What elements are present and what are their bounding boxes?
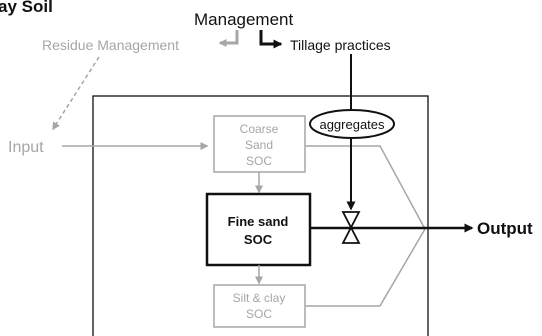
fine-sand-label-line2: SOC bbox=[244, 232, 273, 247]
coarse-sand-label-line2: Sand bbox=[245, 138, 273, 152]
residue-to-input-dashed-arrow bbox=[52, 56, 100, 131]
valve-icon bbox=[341, 211, 361, 244]
fine-sand-label-line1: Fine sand bbox=[228, 214, 289, 229]
title-partial: ay Soil bbox=[0, 0, 53, 16]
coarse-to-output-line bbox=[305, 145, 426, 230]
fine-sand-soc-box bbox=[205, 192, 312, 267]
aggregates-label: aggregates bbox=[319, 117, 385, 132]
input-label: Input bbox=[8, 139, 44, 156]
output-label: Output bbox=[477, 219, 533, 238]
coarse-sand-label-line1: Coarse bbox=[240, 122, 279, 136]
tillage-practices-label: Tillage practices bbox=[290, 37, 391, 53]
tillage-practices-arrow bbox=[259, 30, 283, 49]
silt-clay-label-line1: Silt & clay bbox=[233, 291, 286, 305]
coarse-sand-soc-box bbox=[213, 115, 306, 173]
soil-system-box bbox=[92, 95, 429, 336]
residue-management-arrow bbox=[218, 30, 239, 47]
silt-clay-label-line2: SOC bbox=[246, 307, 272, 321]
residue-management-label: Residue Management bbox=[42, 37, 179, 53]
silt-clay-soc-box bbox=[213, 284, 306, 328]
coarse-sand-label-line3: SOC bbox=[246, 154, 272, 168]
silt-to-output-line bbox=[305, 228, 426, 307]
management-label: Management bbox=[194, 10, 294, 29]
